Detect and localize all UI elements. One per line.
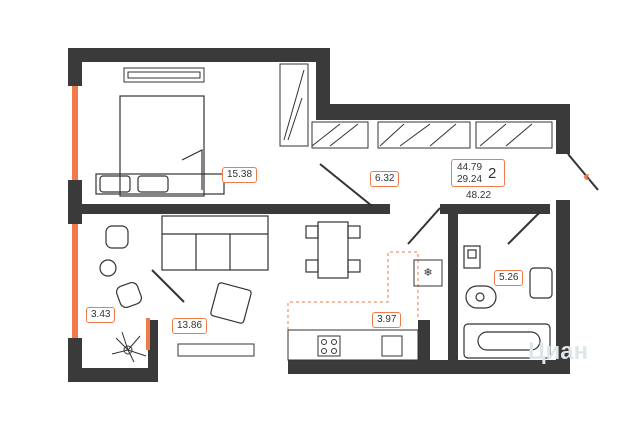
entrance-arrows: ‹‹‹ (583, 168, 590, 185)
total-with-balcony: 48.22 (466, 190, 492, 201)
bed (95, 95, 225, 197)
dining-set (305, 221, 361, 279)
area-label-bath: 5.26 (494, 270, 524, 286)
total-area: 44.79 (457, 162, 483, 173)
sofa (161, 215, 269, 271)
kitchen-counter (287, 259, 443, 361)
area-label-living: 13.86 (172, 318, 208, 334)
bathroom-fixtures (463, 245, 553, 359)
window-balcony (146, 318, 150, 350)
area-label-bedroom: 15.38 (222, 167, 258, 183)
window-left-bottom (72, 224, 78, 338)
snowflake-icon: ❄ (423, 266, 432, 279)
area-label-balcony: 3.43 (86, 307, 116, 323)
living-area: 29.24 (457, 174, 483, 185)
kitchen-zone (287, 251, 419, 360)
tv-unit-bedroom (123, 67, 205, 83)
room-count: 2 (488, 165, 497, 182)
lounge-chairs (99, 225, 252, 324)
wardrobe-units (279, 63, 553, 149)
watermark: Циан (528, 338, 589, 365)
window-left-top (72, 86, 78, 180)
area-label-kitchen: 3.97 (372, 312, 402, 328)
summary-box: 44.79 29.24 2 (451, 159, 505, 187)
doors (151, 153, 599, 303)
plant-icon (111, 331, 147, 363)
walls (68, 48, 570, 382)
tv-unit-living (177, 343, 255, 357)
area-label-hall: 6.32 (370, 171, 400, 187)
